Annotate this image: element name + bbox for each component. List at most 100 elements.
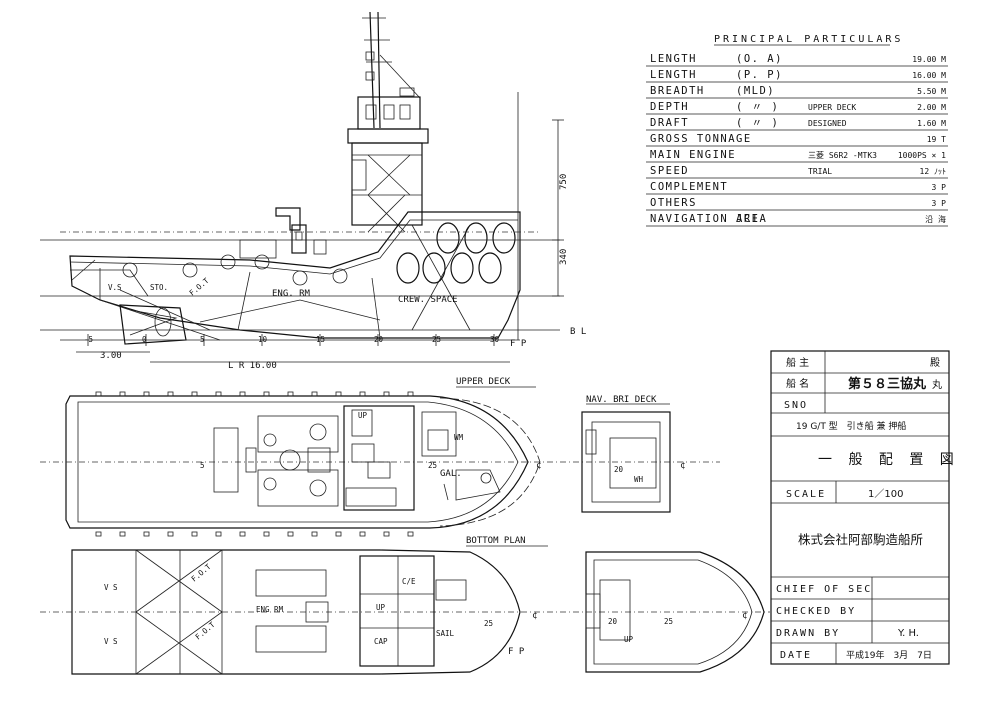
particular-value: 3 P [932,199,947,208]
label-up-bottom: UP [376,603,386,612]
hull-fitting [122,262,138,278]
stanchion [215,391,222,397]
tire-fender [478,252,502,284]
checked-by-label: CHECKED BY [776,606,856,617]
particular-note: TRIAL [808,167,832,176]
tire-fender [464,222,488,254]
dim-300: 3.00 [100,351,122,361]
particular-label: SPEED [650,165,689,177]
frame-5-upper: 5 [200,461,205,470]
label-sto: STO. [150,283,168,292]
particulars-title: PRINCIPAL PARTICULARS [714,34,903,45]
stanchion [335,391,342,397]
particular-note: DESIGNED [808,119,847,128]
stanchion [383,391,390,397]
frame-number: 15 [316,335,325,344]
label-eng-rm-bottom: ENG RM [256,605,284,614]
frame-25-bottom: 25 [484,619,493,628]
label-eng-rm: ENG. RM [272,289,311,299]
stanchion [95,391,102,397]
stanchion [215,531,222,537]
company-name: 株式会社阿部駒造船所 [798,532,923,547]
owner-value: 殿 [930,357,940,369]
frame-number: 20 [374,335,384,344]
stanchion [167,531,174,537]
hull-fitting [292,270,308,286]
hull-fitting [332,268,348,284]
particular-sub: (P. P) [736,69,783,81]
particular-value: 1.60 M [917,119,946,128]
stanchion [143,391,150,397]
label-cap: CAP [374,637,388,646]
drawn-by-label: DRAWN BY [776,628,840,639]
stanchion [407,531,414,537]
owner-label: 船 主 [786,356,809,369]
bulwark-stanchions [95,391,414,537]
label-up-upper: UP [358,411,368,420]
drawn-by-value: Y. H. [897,628,919,639]
stanchion [119,531,126,537]
stanchion [383,531,390,537]
title-block: 船 主 殿 船 名 第５８三協丸 丸 SNO 19 G/T 型 引き船 兼 押船… [770,350,954,665]
ship-type: 19 G/T 型 引き船 兼 押船 [796,420,906,432]
principal-particulars-table: PRINCIPAL PARTICULARS LENGTH(O. A)19.00 … [646,34,948,227]
stanchion [119,391,126,397]
particular-value: 3 P [932,183,947,192]
lower-deck-plan: 20 25 UP ¢ [560,551,770,673]
particular-value: 5.50 M [917,87,946,96]
particular-label: NAVIGATION AREA [650,213,767,225]
label-vs: V.S [108,283,122,292]
particular-value: 2.00 M [917,103,946,112]
stanchion [311,531,318,537]
ship-name-label: 船 名 [786,377,809,390]
propeller-rudder [119,304,187,345]
frame-20-lower: 20 [608,617,618,626]
label-ce: C/E [402,577,416,586]
particular-note: 三菱 S6R2 -MTK3 [808,150,877,160]
particular-value: 12 ﾉｯﾄ [920,167,946,176]
stanchion [167,391,174,397]
dim-750: 750 [559,174,569,190]
particular-note: UPPER DECK [808,103,856,112]
hull-fitting [254,254,270,270]
stanchion [191,531,198,537]
mast [362,11,421,129]
dim-lr: L R 16.00 [228,361,277,371]
particular-value: 19.00 M [912,55,946,64]
particular-sub: JCI [736,213,759,225]
hull-fitting [182,262,198,278]
nav-deck-title: NAV. BRI DECK [586,395,657,405]
centerline-bottom: ¢ [532,611,537,621]
frame-25-lower: 25 [664,617,673,626]
frame-number: -5 [84,335,93,344]
stanchion [191,391,198,397]
centerline-lower: ¢ [742,611,747,621]
stanchion [239,531,246,537]
particular-label: DRAFT [650,117,689,129]
upper-deck-plan: UPPER DECK UP WM GAL. 5 25 [40,377,720,537]
chief-of-sec-label: CHIEF OF SEC [776,584,872,595]
tire-fender [492,222,516,254]
date-value: 平成19年 3月 7日 [846,649,932,661]
frame-number: 30 [490,335,500,344]
ship-name-value: 第５８三協丸 [848,376,927,392]
stanchion [359,531,366,537]
centerline-nav: ¢ [680,461,685,471]
label-fot: F.O.T [188,276,211,298]
stanchion [407,391,414,397]
particular-sub: ( 〃 ) [736,117,779,129]
sno-label: SNO [784,400,808,411]
tire-fender [396,252,420,284]
stanchion [95,531,102,537]
stanchion [287,531,294,537]
upper-deck-title: UPPER DECK [456,377,511,387]
bottom-plan-title: BOTTOM PLAN [466,536,526,546]
ship-name-suffix: 丸 [932,378,942,391]
particular-sub: (MLD) [736,85,775,97]
label-fot-2: F.O.T [194,620,217,642]
stanchion [287,391,294,397]
